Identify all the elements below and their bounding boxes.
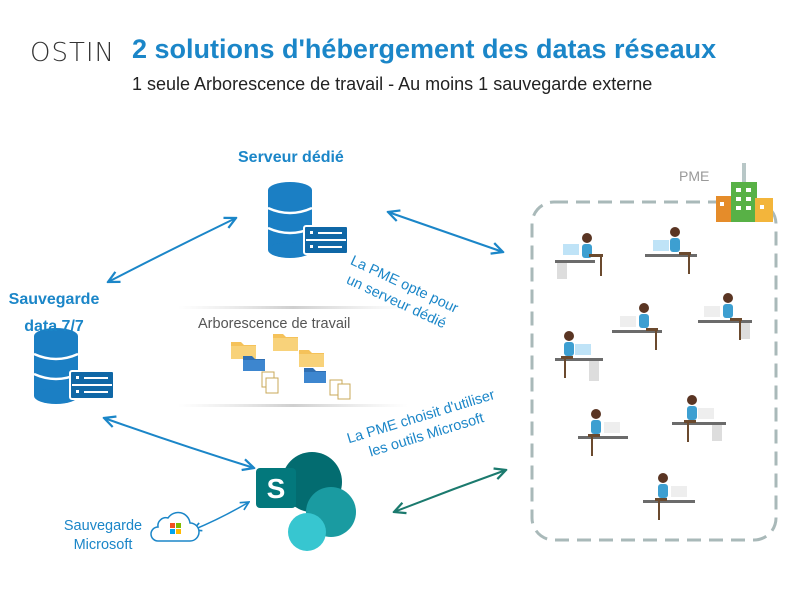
backup-database-icon bbox=[33, 328, 115, 404]
ms-backup-line1: Sauvegarde bbox=[63, 518, 143, 534]
backup-label-line1: Sauvegarde bbox=[8, 291, 100, 308]
worker-4-icon bbox=[698, 293, 752, 340]
worker-6-icon bbox=[578, 409, 628, 456]
worker-1-icon bbox=[555, 233, 603, 279]
arrow-sharepoint-ms-backup bbox=[193, 502, 249, 530]
company-box bbox=[530, 200, 778, 542]
worker-3-icon bbox=[612, 303, 662, 350]
arrow-sharepoint-company bbox=[394, 470, 506, 512]
svg-text:S: S bbox=[267, 473, 286, 504]
dedicated-server-icon bbox=[267, 182, 349, 258]
ostin-logo: OSTIN bbox=[30, 38, 115, 68]
folder-icons bbox=[231, 334, 351, 400]
page-title: 2 solutions d'hébergement des datas rése… bbox=[132, 34, 717, 64]
sharepoint-icon: S bbox=[256, 452, 356, 551]
worker-2-icon bbox=[645, 227, 697, 274]
microsoft-cloud-icon bbox=[150, 511, 200, 542]
page-subtitle: 1 seule Arborescence de travail - Au moi… bbox=[132, 74, 653, 94]
working-tree-panel bbox=[178, 306, 408, 407]
server-label: Serveur dédié bbox=[238, 149, 344, 166]
worker-7-icon bbox=[672, 395, 726, 442]
worker-5-icon bbox=[555, 331, 603, 381]
building-icon bbox=[716, 163, 773, 222]
company-label: PME bbox=[679, 168, 710, 184]
worker-8-icon bbox=[643, 473, 695, 520]
working-tree-label: Arborescence de travail bbox=[198, 316, 351, 332]
ms-backup-label: Sauvegarde Microsoft bbox=[50, 517, 156, 555]
ms-backup-line2: Microsoft bbox=[73, 537, 133, 553]
backup-label-line2: data 7/7 bbox=[24, 318, 84, 335]
backup-label: Sauvegarde data 7/7 bbox=[4, 286, 104, 340]
arrow-backup-server bbox=[108, 218, 236, 282]
arrow-server-company bbox=[388, 212, 503, 252]
arrow-backup-sharepoint bbox=[104, 418, 254, 468]
worker-icons bbox=[555, 227, 752, 520]
